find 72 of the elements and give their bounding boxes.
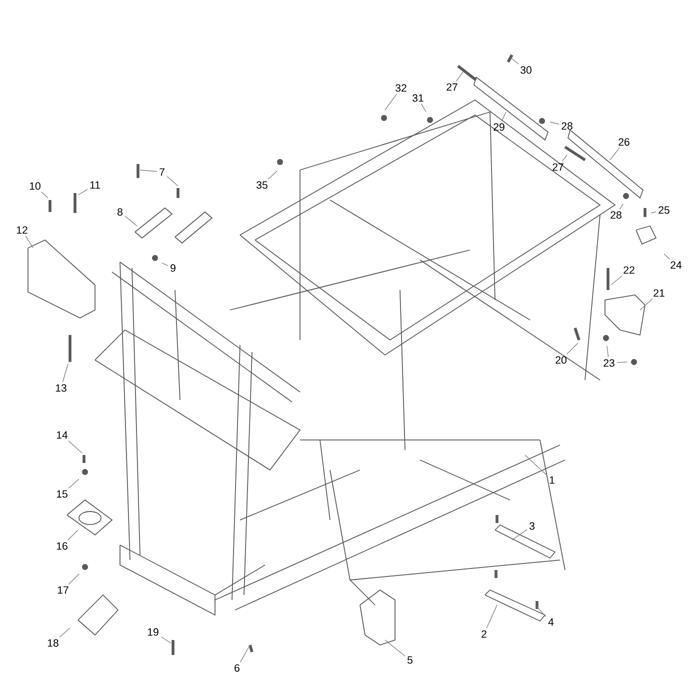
callout-number: 8 — [118, 208, 122, 216]
callout-number: 20 — [556, 356, 566, 364]
callout-number: 19 — [148, 628, 158, 636]
leader-line — [162, 262, 168, 266]
callout-number: 15 — [56, 490, 68, 498]
callout-number: 32 — [396, 84, 406, 92]
callout-number: 6 — [234, 664, 240, 672]
leader-line — [619, 204, 624, 210]
leader-line — [166, 176, 178, 186]
leader-line — [160, 636, 172, 644]
callout-number: 24 — [670, 261, 682, 269]
leader-line — [78, 189, 88, 196]
leader-line — [610, 147, 620, 160]
leader-line — [240, 644, 250, 662]
callout-number: 29 — [494, 123, 504, 131]
leader-line — [562, 154, 568, 162]
callout-number: 9 — [170, 264, 176, 272]
leader-line — [501, 112, 506, 122]
callout-number: 7 — [160, 168, 164, 176]
callout-number: 31 — [412, 94, 424, 102]
callout-number: 12 — [16, 226, 28, 234]
leader-line — [616, 362, 628, 363]
callout-number: 5 — [407, 656, 412, 664]
leader-line — [420, 103, 426, 112]
leader-line — [268, 170, 278, 180]
leader-line — [650, 211, 656, 214]
leader-line — [40, 191, 48, 198]
leader-line — [510, 58, 520, 64]
leader-line — [606, 346, 609, 358]
leader-line — [68, 440, 82, 454]
leader-line — [550, 122, 560, 124]
callout-number: 22 — [624, 266, 634, 274]
callout-number: 21 — [654, 289, 664, 297]
leader-line — [62, 364, 68, 382]
leader-line — [59, 628, 70, 638]
callout-number: 13 — [56, 384, 66, 392]
leader-line — [124, 216, 138, 226]
leader-line — [25, 235, 34, 248]
leader-line — [486, 604, 498, 629]
leader-line — [68, 574, 80, 585]
callout-number: 11 — [90, 181, 100, 189]
leader-line — [610, 275, 622, 286]
callout-number: 26 — [618, 138, 630, 146]
callout-number: 10 — [30, 182, 40, 190]
callout-number: 18 — [48, 639, 58, 647]
leader-line — [536, 606, 546, 617]
leader-line — [68, 478, 80, 489]
leader-line — [664, 254, 670, 260]
callout-number: 14 — [56, 431, 68, 439]
callout-number: 16 — [56, 542, 68, 550]
leader-line — [566, 342, 578, 354]
leader-line — [456, 72, 464, 82]
leader-line — [67, 530, 78, 540]
callout-number: 17 — [58, 586, 68, 594]
leader-line — [384, 640, 406, 656]
callout-number: 1 — [550, 476, 554, 484]
callout-number: 28 — [562, 122, 572, 130]
callout-number: 28 — [610, 211, 622, 219]
callout-number: 25 — [658, 206, 670, 214]
leader-line — [640, 298, 653, 310]
callout-number: 4 — [548, 618, 554, 626]
leader-line — [384, 93, 398, 110]
callout-number: 35 — [256, 181, 268, 189]
leader-line — [140, 170, 158, 172]
leader-line — [524, 454, 548, 476]
callout-number: 2 — [482, 630, 486, 638]
callout-number: 27 — [446, 83, 458, 91]
callout-number: 3 — [530, 522, 534, 530]
callout-number: 30 — [520, 66, 532, 74]
callout-number: 27 — [552, 163, 564, 171]
leader-line — [512, 529, 528, 540]
callout-number: 23 — [604, 359, 614, 367]
